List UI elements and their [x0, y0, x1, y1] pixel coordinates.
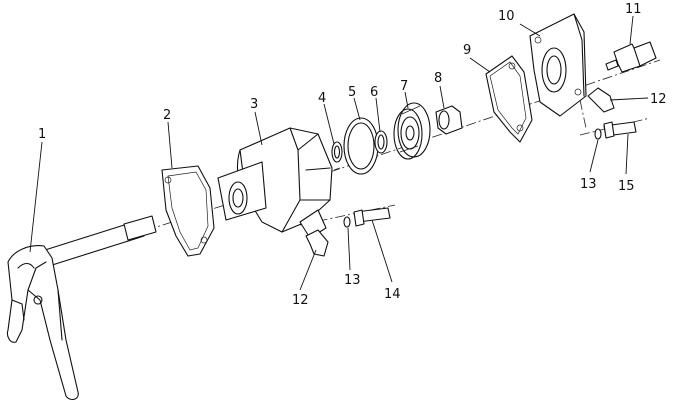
callout-9: 9	[463, 43, 471, 58]
callout-13-upper: 13	[580, 177, 597, 192]
callout-8: 8	[434, 71, 442, 86]
part-8-bushing	[435, 105, 463, 135]
part-3-housing	[217, 127, 333, 239]
part-4-small-ring	[331, 141, 343, 163]
callout-12-upper: 12	[650, 92, 667, 107]
part-5-large-ring	[343, 117, 379, 175]
callout-6: 6	[370, 85, 378, 100]
part-1-shift-fork	[6, 215, 157, 401]
callout-labels: 1 2 3 4 5 6 7 8 9 10 11 12 12 13 13 14 1…	[38, 2, 667, 308]
callout-1: 1	[38, 127, 46, 142]
callout-3: 3	[250, 97, 258, 112]
part-10-cover	[529, 13, 587, 117]
callout-15: 15	[618, 179, 635, 194]
part-12-upper-fitting	[587, 87, 615, 113]
callout-14: 14	[384, 287, 401, 302]
callout-13-lower: 13	[344, 273, 361, 288]
callout-2: 2	[163, 108, 171, 123]
callout-5: 5	[348, 85, 356, 100]
part-13-upper-washer	[594, 128, 602, 140]
part-14-bolt	[353, 207, 391, 227]
callout-12-lower: 12	[292, 293, 309, 308]
part-11-sensor	[605, 41, 657, 73]
part-9-gasket	[485, 55, 533, 143]
part-2-gasket	[161, 165, 215, 257]
callout-7: 7	[400, 79, 408, 94]
callout-4: 4	[318, 91, 326, 106]
leader-lines	[29, 15, 649, 291]
part-6-small-ring	[374, 130, 388, 154]
part-12-lower-fitting	[305, 229, 329, 257]
callout-11: 11	[625, 2, 642, 17]
part-15-bolt	[603, 121, 637, 139]
part-7-pulley	[393, 102, 431, 160]
callout-10: 10	[498, 9, 515, 24]
part-13-lower-washer	[343, 216, 351, 228]
